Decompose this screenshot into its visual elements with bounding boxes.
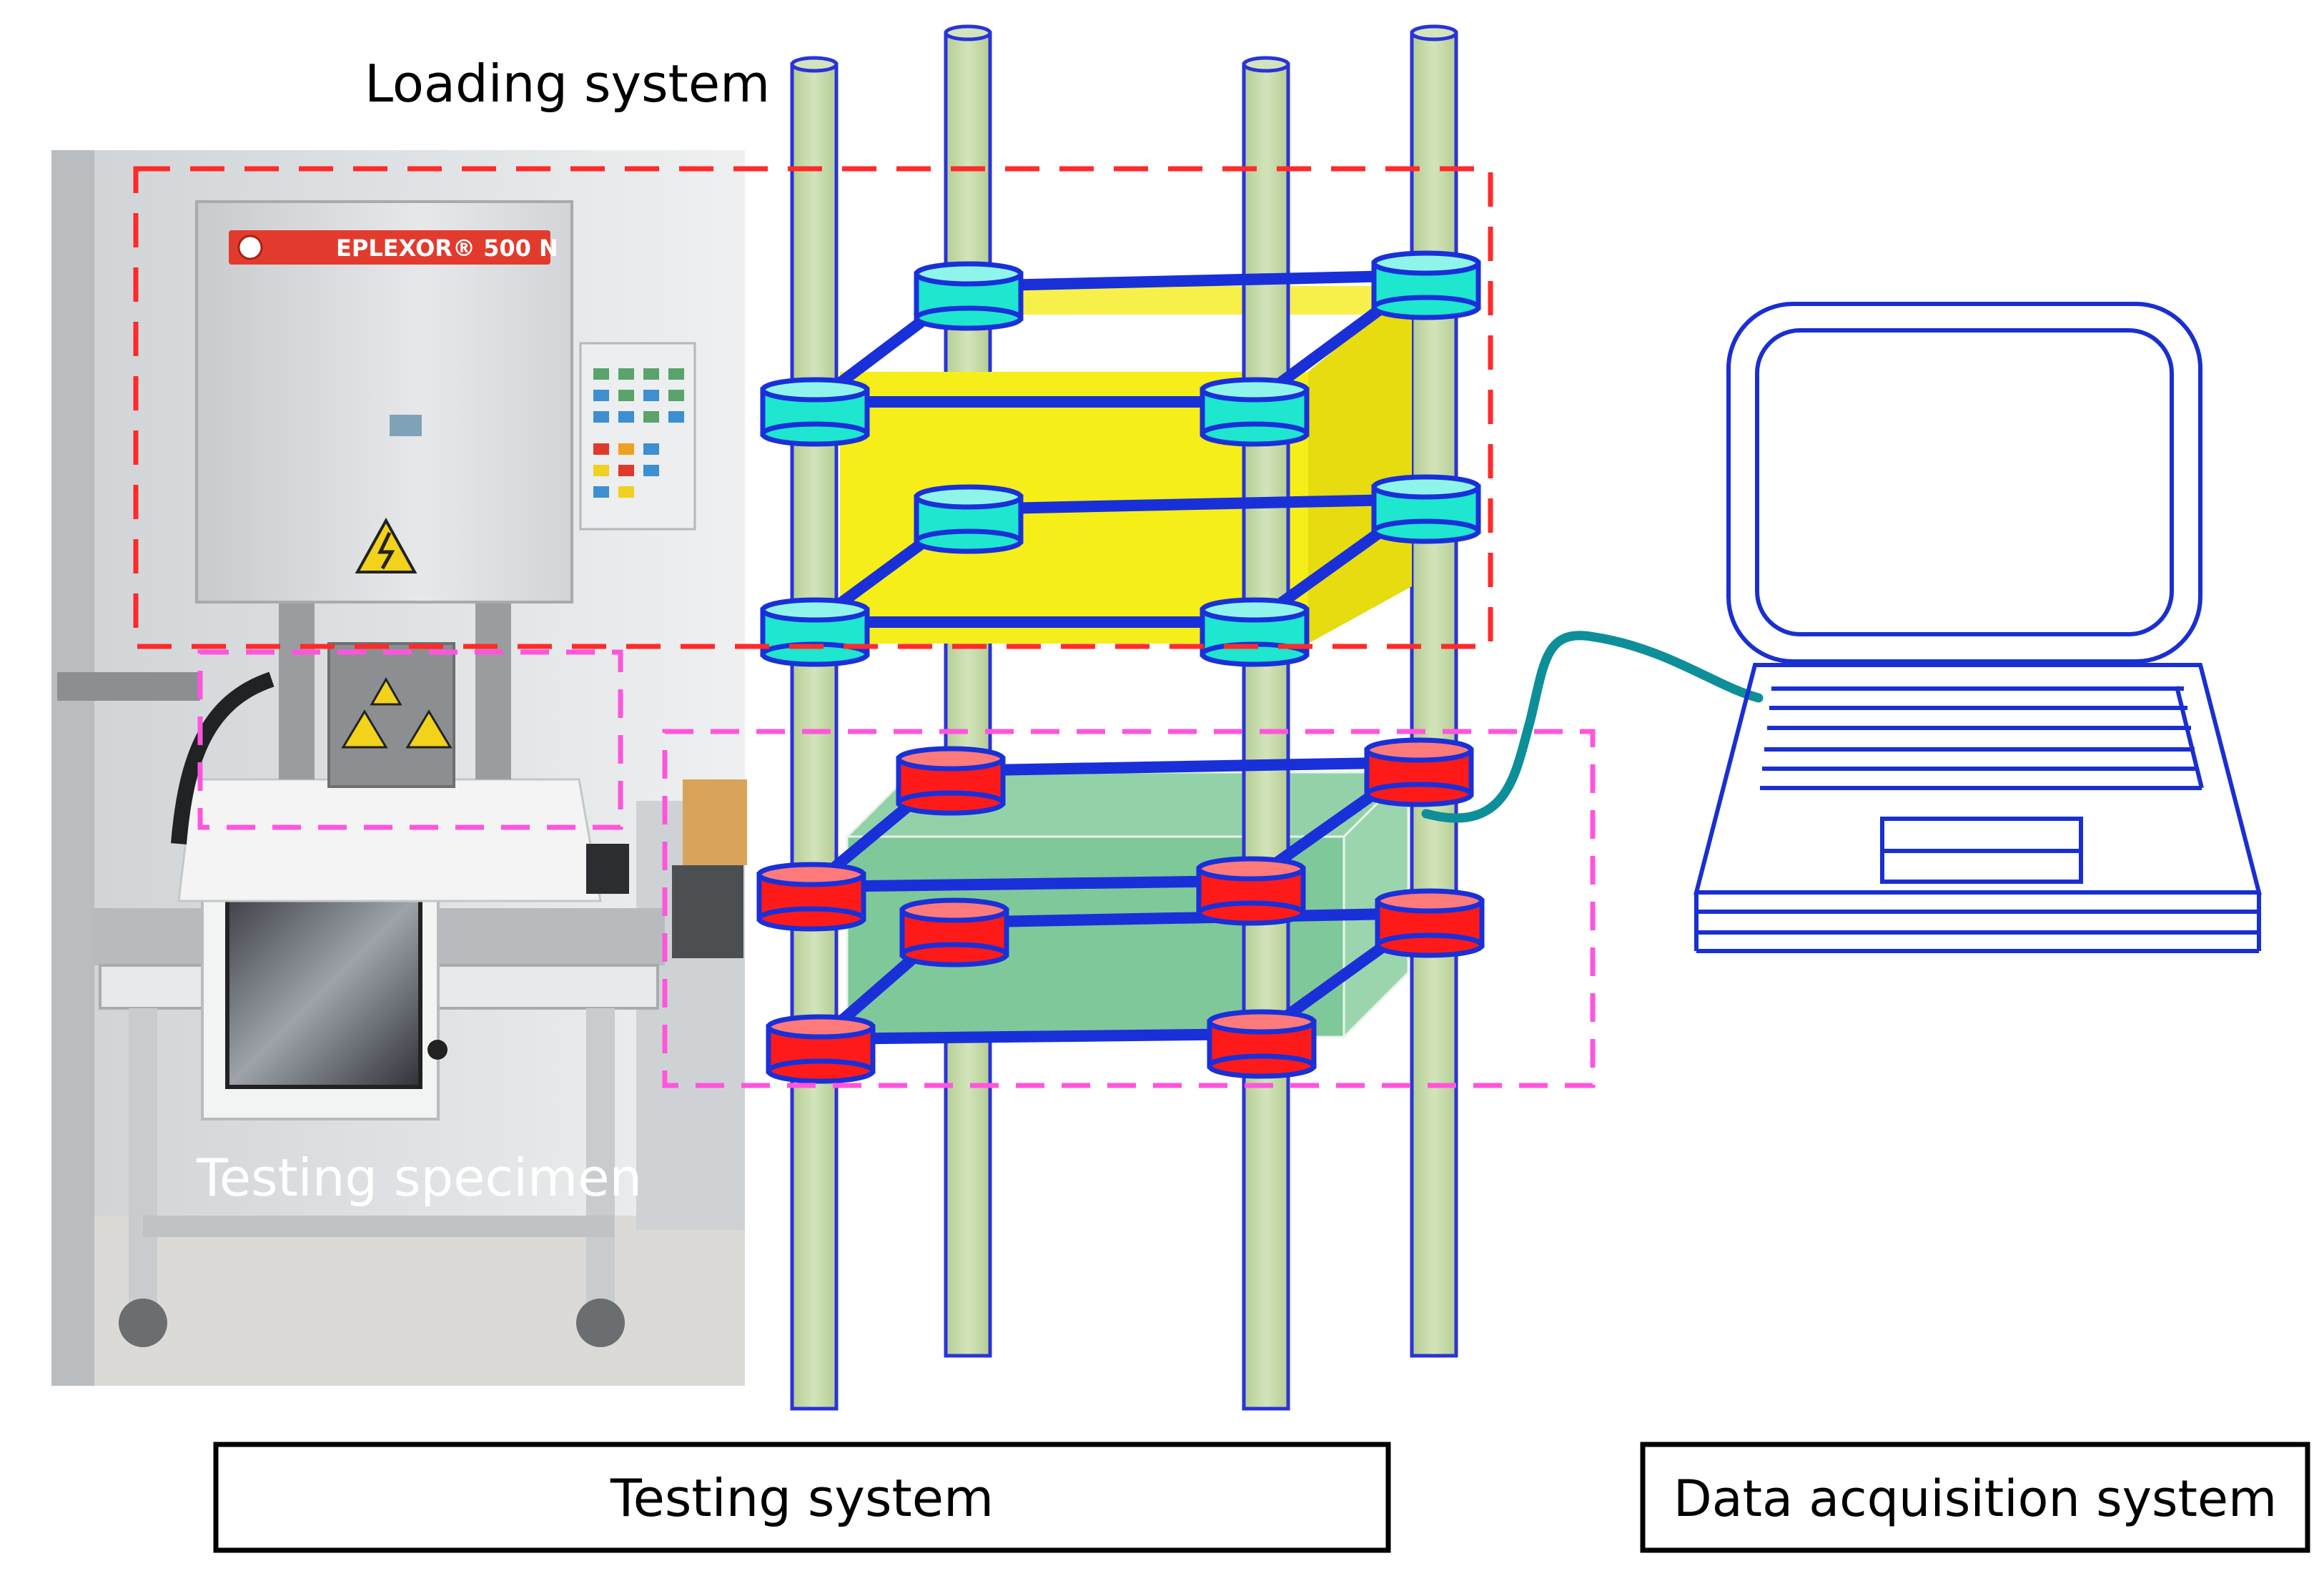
- brand-logo-icon: [237, 235, 263, 260]
- caster-wheel-left: [119, 1299, 167, 1347]
- laptop-icon: [1693, 302, 2262, 953]
- warning-sign-right: [405, 709, 453, 749]
- warning-sign-small: [370, 676, 402, 706]
- clamp-cyan-8: [1200, 597, 1310, 667]
- testing-specimen-label: Testing specimen: [196, 1148, 642, 1208]
- left-wall-shade: [51, 150, 94, 1386]
- clamp-red-7: [766, 1014, 876, 1084]
- control-buttons: [593, 368, 684, 498]
- clamp-cyan-2: [1371, 250, 1481, 320]
- machine-cable: [171, 671, 275, 844]
- laptop-keyboard: [1760, 686, 2204, 790]
- guide-rods: [944, 24, 1458, 1358]
- clamp-cyan-3: [760, 377, 870, 447]
- clamp-cyan-7: [760, 597, 870, 667]
- specimen-region-diagram: [662, 729, 1596, 1088]
- guide-rods-front: [790, 56, 1290, 1411]
- table-leg-left: [129, 1008, 157, 1309]
- brand-plate: [229, 230, 550, 265]
- specimen-plate: [225, 892, 422, 1089]
- machine-column-left: [279, 594, 315, 779]
- table-shelf: [143, 1216, 615, 1237]
- data-acquisition-box: [1640, 1442, 2310, 1553]
- clamp-red-2: [1364, 737, 1474, 807]
- high-voltage-warning-icon: [355, 517, 417, 573]
- loading-system-label: Loading system: [365, 54, 770, 114]
- data-cable: [1421, 631, 1764, 823]
- clamp-red-8: [1207, 1009, 1317, 1079]
- clamp-cyan-1: [914, 261, 1024, 331]
- floor: [51, 1216, 745, 1386]
- data-acquisition-label: Data acquisition system: [1673, 1469, 2277, 1528]
- table-leg-right: [586, 1008, 615, 1309]
- clamps-red: [756, 737, 1485, 1084]
- loading-system-region: [133, 166, 1493, 649]
- clamp-red-4: [1196, 856, 1306, 926]
- clamp-red-3: [756, 862, 866, 932]
- yellow-box-side: [1308, 286, 1412, 644]
- warning-sign-left: [341, 709, 388, 749]
- laptop-screen-inner: [1755, 328, 2174, 636]
- background-device: [672, 865, 743, 958]
- load-cell-block: [327, 642, 455, 788]
- rod-front-left: [790, 56, 839, 1411]
- lightning-bolt-icon: [377, 531, 395, 570]
- rod-back-right: [1410, 24, 1458, 1358]
- clamp-cyan-5: [914, 484, 1024, 554]
- clamp-red-6: [1375, 888, 1485, 958]
- brand-text: EPLEXOR® 500 N: [336, 235, 558, 262]
- background-shelf: [57, 672, 200, 701]
- testing-system-box: [213, 1442, 1391, 1553]
- machine-photo: EPLEXOR® 500 N: [51, 150, 747, 1386]
- machine-badge: [390, 415, 422, 436]
- caster-wheel-right: [576, 1299, 625, 1347]
- clamp-cyan-4: [1200, 377, 1310, 447]
- clamp-red-5: [899, 897, 1009, 967]
- rod-back-left: [944, 24, 992, 1358]
- testing-system-label: Testing system: [610, 1468, 994, 1528]
- laptop-base: [1693, 663, 2262, 895]
- background-box: [683, 779, 747, 865]
- base-plate: [177, 778, 602, 902]
- laptop-screen-outer: [1726, 302, 2202, 664]
- clamp-cyan-6: [1371, 474, 1481, 544]
- panel-knob: [427, 1040, 448, 1060]
- clamp-red-1: [896, 746, 1006, 816]
- machine-column-right: [475, 594, 511, 779]
- specimen-region-photo: [197, 649, 623, 830]
- joystick-box: [586, 844, 629, 894]
- rod-front-right: [1242, 56, 1290, 1411]
- clamps-cyan: [760, 250, 1481, 667]
- loading-block: [840, 286, 1412, 644]
